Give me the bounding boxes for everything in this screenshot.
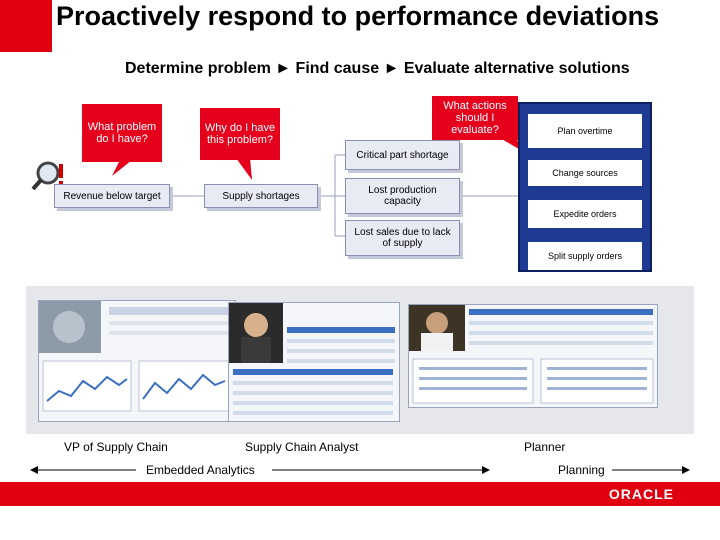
magnifier-alert-icon [31, 161, 63, 191]
planner-workbench-screenshot [408, 304, 658, 408]
option-plan-overtime: Plan overtime [528, 114, 642, 148]
option-change-sources: Change sources [528, 160, 642, 186]
callout-why-problem: Why do I have this problem? [200, 108, 280, 160]
page-subtitle: Determine problem ► Find cause ► Evaluat… [125, 60, 630, 77]
header-red-tab [0, 0, 52, 52]
box-supply-shortages: Supply shortages [204, 184, 318, 208]
box-critical-part-shortage: Critical part shortage [345, 140, 460, 170]
role-planner: Planner [524, 440, 566, 454]
option-expedite-orders: Expedite orders [528, 200, 642, 228]
callout-what-problem: What problem do I have? [82, 104, 162, 162]
role-supply-chain-analyst: Supply Chain Analyst [245, 440, 359, 454]
option-split-supply-orders: Split supply orders [528, 242, 642, 270]
page-title: Proactively respond to performance devia… [56, 1, 660, 31]
box-lost-sales: Lost sales due to lack of supply [345, 220, 460, 256]
callout-what-actions: What actions should I evaluate? [432, 96, 518, 140]
oracle-logo: ORACLE [608, 486, 674, 502]
label-embedded-analytics: Embedded Analytics [142, 463, 259, 477]
vp-dashboard-screenshot [38, 300, 236, 422]
box-lost-production-capacity: Lost production capacity [345, 178, 460, 214]
analyst-dashboard-screenshot [228, 302, 400, 422]
role-vp-supply-chain: VP of Supply Chain [64, 440, 168, 454]
label-planning: Planning [554, 463, 609, 477]
footer-red-bar [0, 482, 720, 506]
box-revenue-below-target: Revenue below target [54, 184, 170, 208]
